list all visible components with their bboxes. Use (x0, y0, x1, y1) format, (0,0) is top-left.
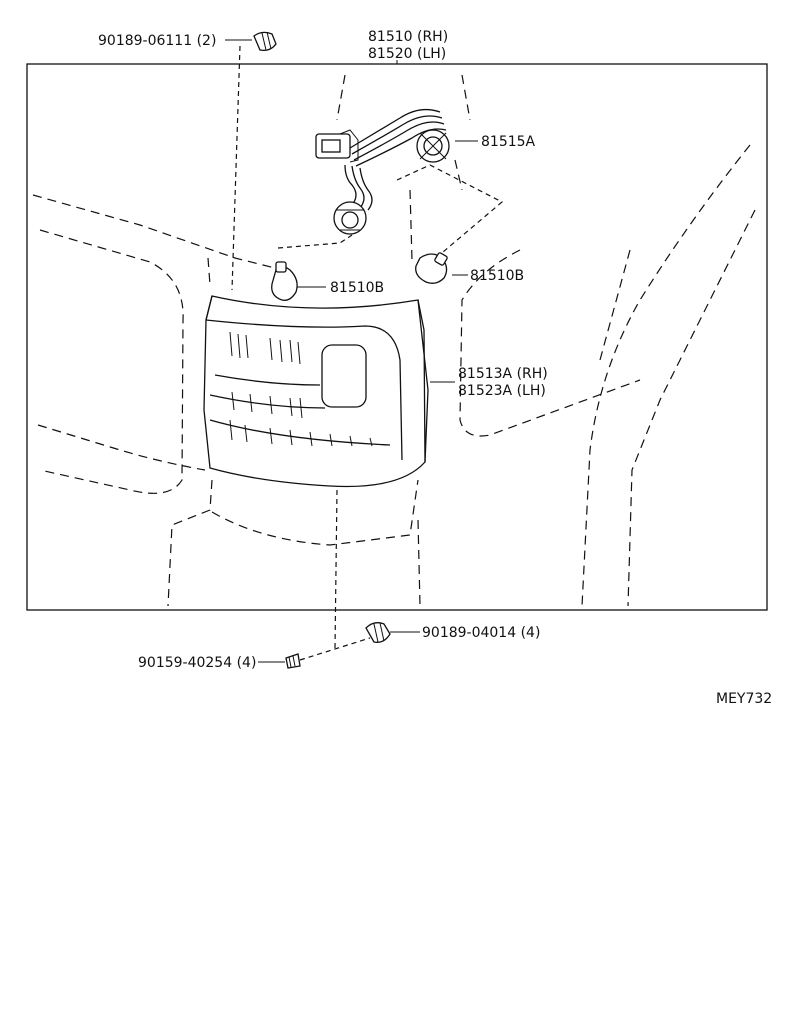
vehicle-body-outline (32, 74, 756, 607)
part-label-bulb-right: 81510B (470, 268, 524, 284)
socket-icon (333, 201, 367, 235)
nut-icon (365, 622, 391, 643)
part-label-lens-lh: 81523A (LH) (458, 383, 546, 399)
part-label-nut-bottom: 90189-04014 (4) (422, 625, 540, 641)
diagram-code: MEY732 (716, 691, 772, 707)
clip-icon (253, 31, 277, 52)
part-label-socket-rh: 81510 (RH) (368, 29, 448, 45)
wire-harness-icon (315, 108, 447, 211)
part-label-bulb-left: 81510B (330, 280, 384, 296)
lamp-lens-icon (203, 295, 429, 488)
screw-icon (285, 653, 301, 669)
socket-icon (416, 129, 450, 163)
part-label-socket-a: 81515A (481, 134, 536, 150)
part-label-screw-bottom: 90159-40254 (4) (138, 655, 256, 671)
part-label-lens-rh: 81513A (RH) (458, 366, 548, 382)
leader-lines (225, 39, 504, 663)
part-label-socket-lh: 81520 (LH) (368, 46, 446, 62)
bulb-icon (415, 252, 448, 284)
bulb-icon (271, 261, 298, 301)
part-label-clip-top: 90189-06111 (2) (98, 33, 216, 49)
